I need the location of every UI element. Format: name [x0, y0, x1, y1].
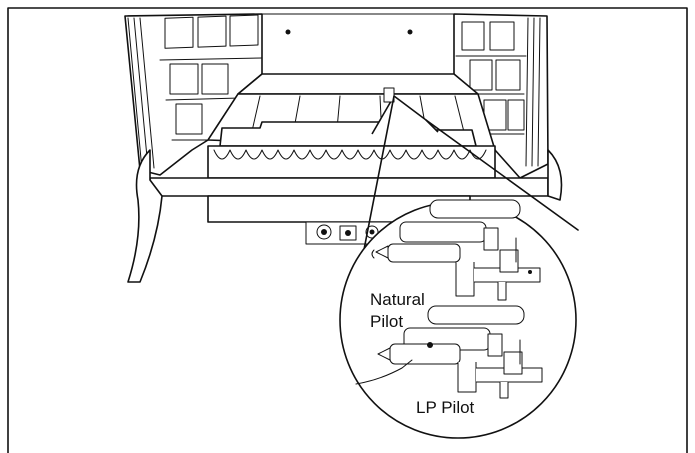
front-frame: [149, 177, 549, 197]
front-grate: [207, 145, 496, 179]
firebox-back-wall: [261, 13, 455, 75]
natural-pilot-assembly: [371, 199, 541, 301]
frame-border: [7, 7, 688, 453]
right-leg: [547, 149, 563, 201]
lp-pilot-assembly: [355, 305, 543, 399]
pilot-location-marker: [383, 87, 395, 103]
back-wall-screw-right: [407, 29, 413, 35]
left-leg: [127, 149, 163, 283]
lp-pilot-label: LP Pilot: [416, 398, 475, 417]
gas-valve-controls: [305, 221, 397, 245]
left-side-panel: [124, 13, 263, 176]
magnifier-callout: Natural Pilot LP Pilot: [339, 95, 579, 439]
back-wall-screw-left: [285, 29, 291, 35]
natural-pilot-label-line2: Pilot: [370, 312, 403, 331]
stove-illustration: [124, 13, 563, 283]
natural-pilot-label-line1: Natural: [370, 290, 425, 309]
top-baffle: [237, 73, 479, 95]
